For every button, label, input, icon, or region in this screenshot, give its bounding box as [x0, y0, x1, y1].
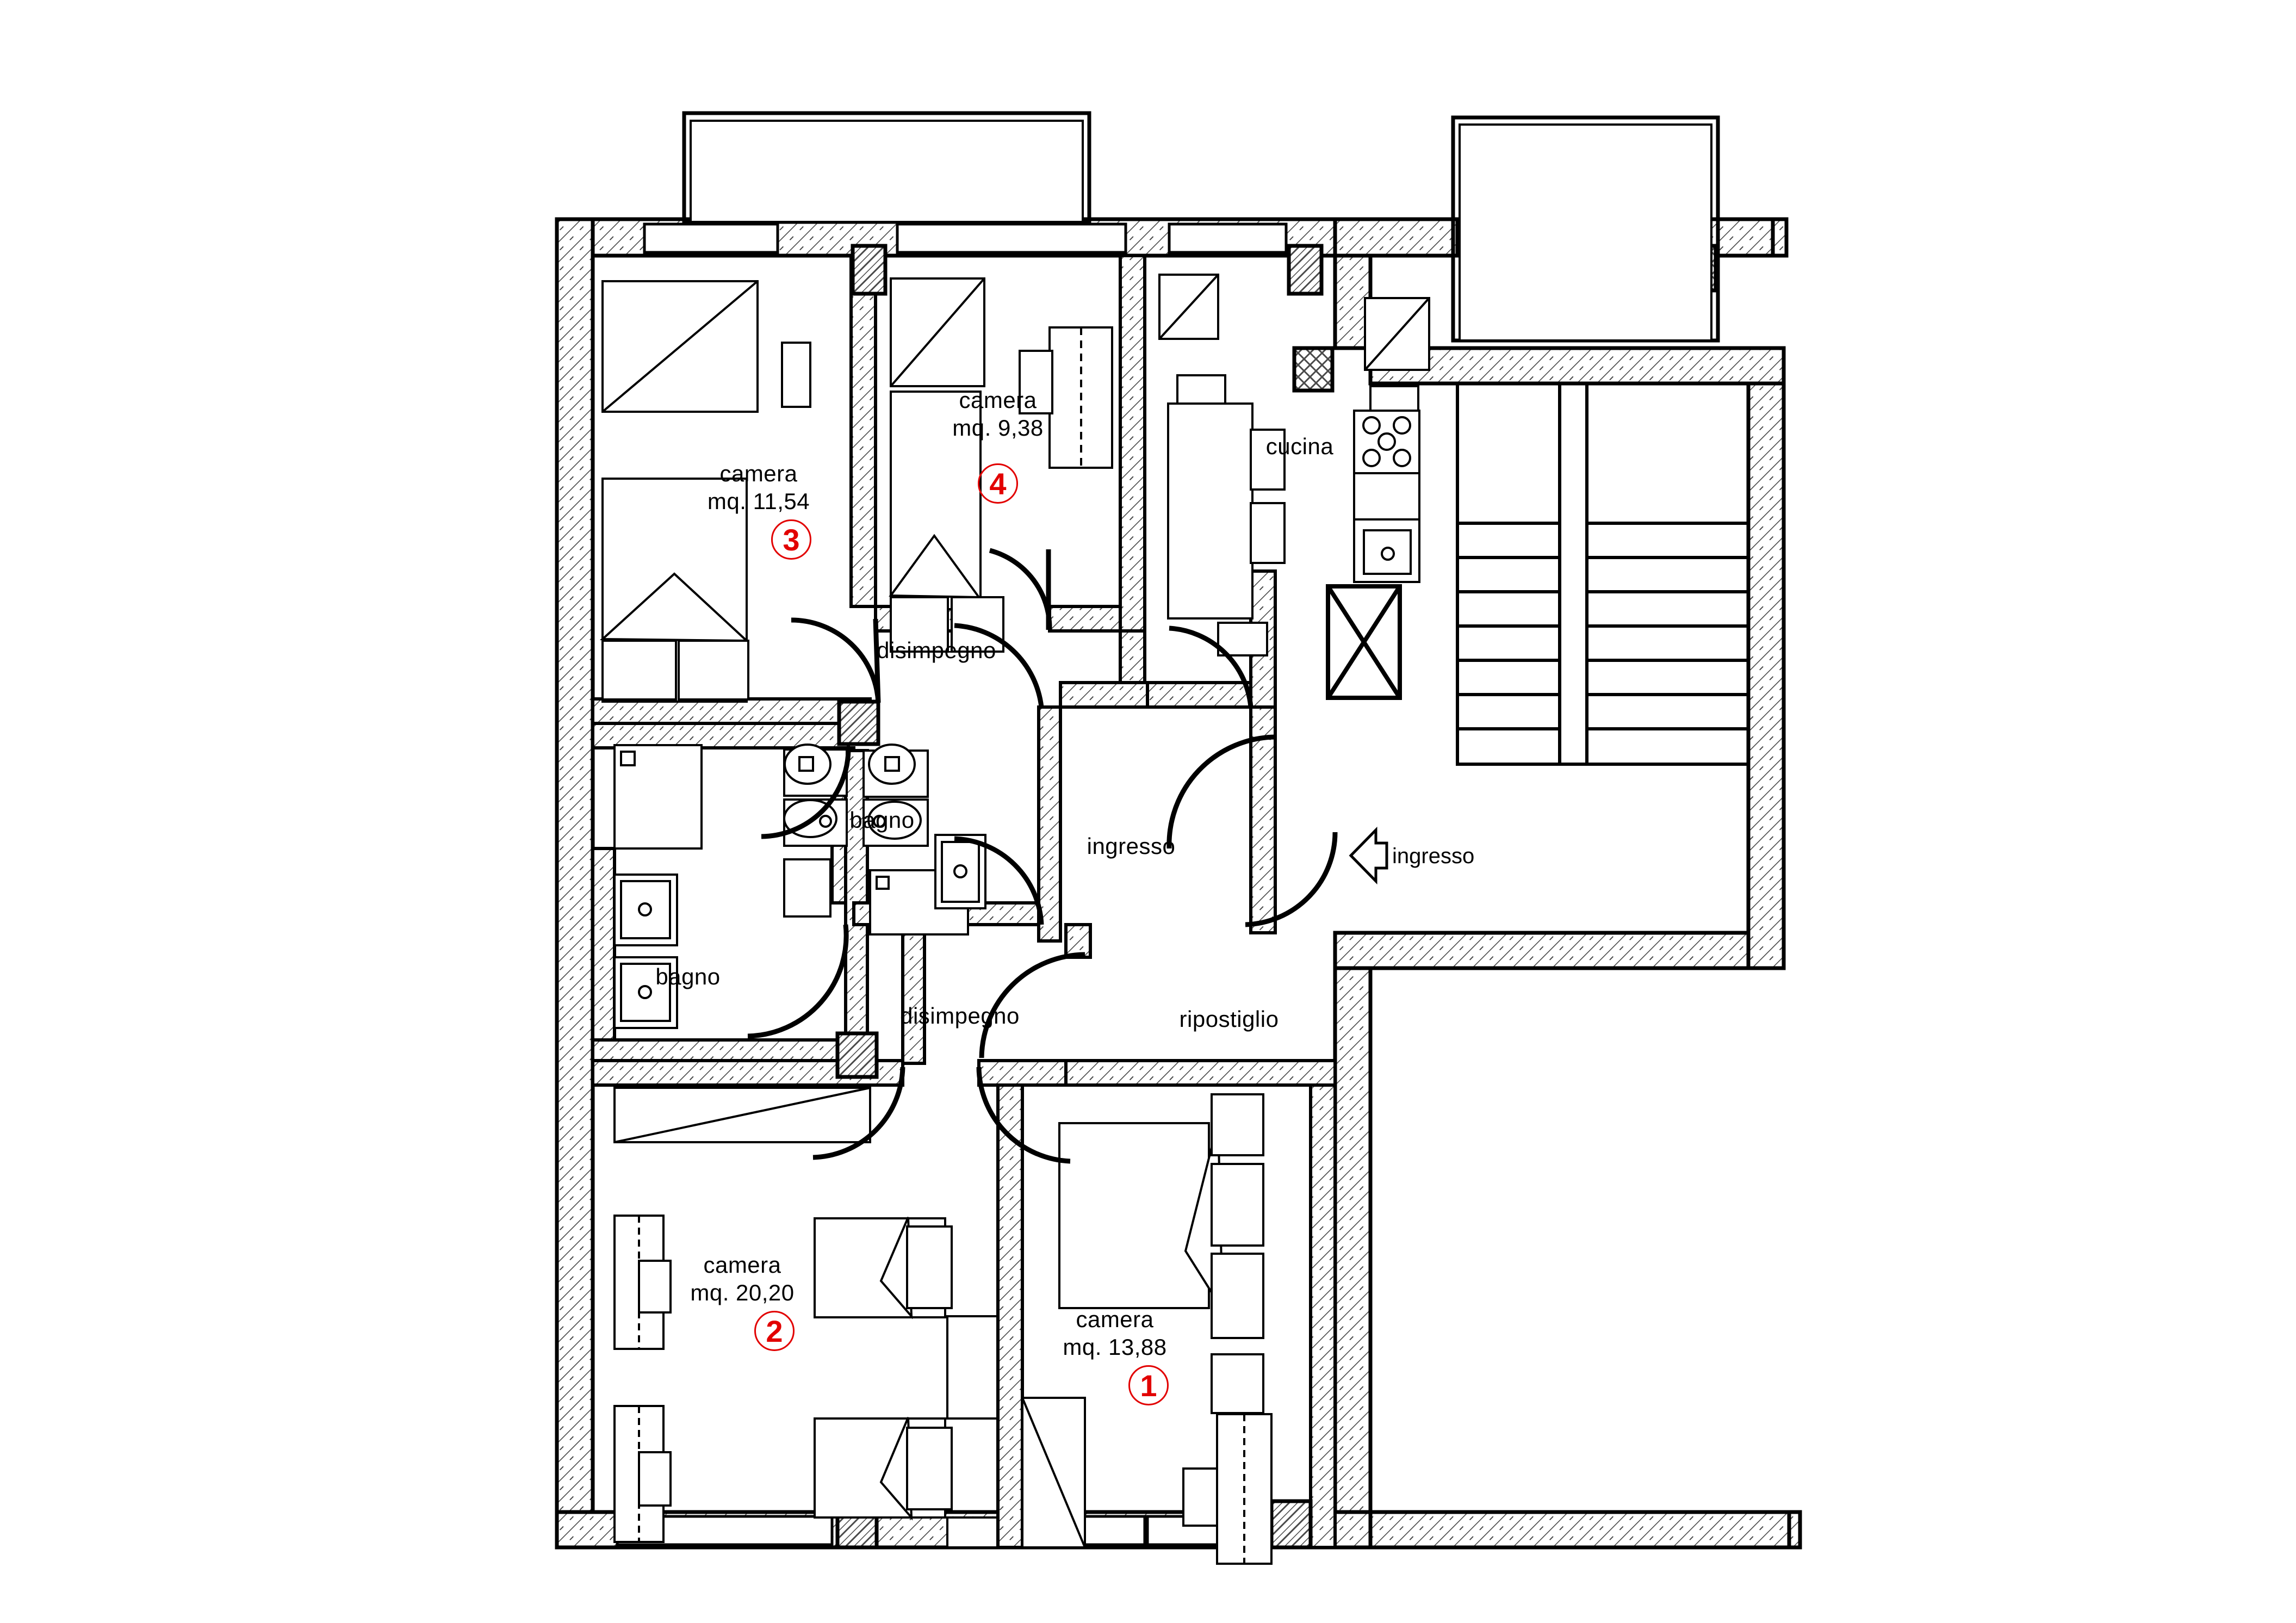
room-label-ingresso: ingresso: [1087, 832, 1176, 860]
balcony-right: [1451, 115, 1720, 343]
furniture-camera-2: [613, 1087, 998, 1548]
room-label-camera-4: camera mq. 9,38: [952, 386, 1043, 442]
room-name: camera: [719, 461, 798, 486]
staircase: [1456, 382, 1750, 766]
room-label-camera-1: camera mq. 13,88: [1063, 1305, 1166, 1361]
room-label-ripostiglio: ripostiglio: [1180, 1005, 1279, 1033]
room-label-camera-3: camera mq. 11,54: [708, 460, 810, 515]
room-marker-1: 1: [1128, 1365, 1169, 1405]
furniture-camera-1: [1021, 1093, 1273, 1565]
room-label-bagno-sud: bagno: [655, 963, 720, 990]
room-marker-3: 3: [771, 519, 811, 560]
room-name: disimpegno: [877, 637, 996, 663]
room-marker-4: 4: [978, 463, 1018, 504]
room-name: camera: [1076, 1306, 1154, 1332]
room-name: bagno: [849, 807, 915, 833]
room-name: bagno: [655, 964, 721, 989]
structural-pillars: [835, 244, 1324, 1550]
fixtures-bagno-sud: [613, 744, 703, 1029]
room-name: ingresso: [1087, 833, 1176, 859]
furniture-camera-4: [889, 277, 1113, 653]
room-area: mq. 20,20: [690, 1280, 795, 1306]
lift-shaft: [1326, 584, 1402, 700]
room-area: mq. 11,54: [707, 488, 810, 515]
balcony-left: [682, 111, 1091, 224]
room-label-disimpegno-nord: disimpegno: [877, 636, 996, 664]
room-name: cucina: [1265, 433, 1334, 459]
room-label-bagno-nord: bagno: [849, 806, 914, 834]
room-label-cucina: cucina: [1266, 432, 1333, 460]
room-name: ripostiglio: [1179, 1006, 1279, 1032]
room-area: mq. 9,38: [952, 415, 1044, 441]
fixtures-bagno-nord: [783, 744, 986, 936]
room-name: disimpegno: [900, 1003, 1020, 1029]
room-label-camera-2: camera mq. 20,20: [690, 1251, 794, 1306]
room-area: mq. 13,88: [1063, 1334, 1167, 1360]
room-marker-2: 2: [754, 1311, 795, 1351]
room-name: camera: [959, 387, 1037, 413]
furniture-cucina: [1158, 274, 1430, 656]
entrance-arrow-icon: [1349, 826, 1388, 885]
room-label-disimpegno-sud: disimpegno: [900, 1002, 1020, 1030]
furniture-camera-3: [599, 280, 811, 703]
entrance-arrow-label: ingresso: [1392, 844, 1475, 868]
windows: [616, 222, 1288, 1546]
exterior-wall-extensions: [1368, 217, 1791, 1550]
door-swings: [747, 548, 1338, 1164]
room-name: camera: [703, 1252, 781, 1278]
